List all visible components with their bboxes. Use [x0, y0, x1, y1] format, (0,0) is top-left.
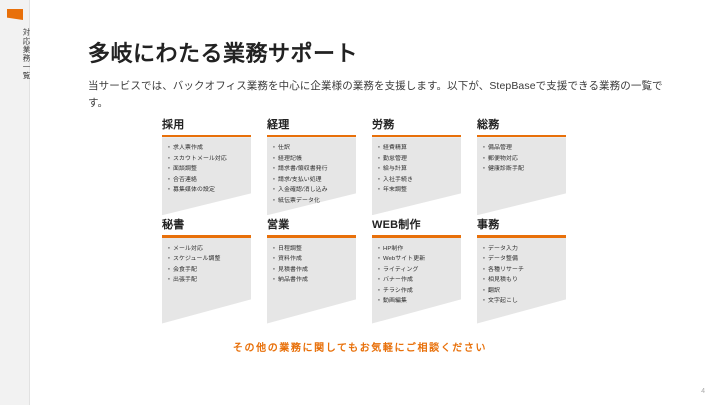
service-item: 納品書作成 — [271, 275, 352, 286]
service-item-list: 備品管理郵便物対応健康診断手配 — [481, 143, 562, 175]
service-item: 会食手配 — [166, 265, 247, 276]
service-item: 動画編集 — [376, 296, 457, 307]
brand-mark-icon — [7, 9, 23, 20]
service-item: 各種リサーチ — [481, 265, 562, 276]
service-card-body: HP制作Webサイト更新ライティングバナー作成チラシ作成動画編集 — [372, 237, 461, 324]
service-item-list: 仕訳経理記帳請求書/領収書発行請求/支払い処理入金確認/消し込み紙伝票データ化 — [271, 143, 352, 207]
service-card-title: 営業 — [267, 219, 290, 232]
service-item: メール対応 — [166, 244, 247, 255]
service-item-list: データ入力データ整備各種リサーチ相見積もり翻訳文字起こし — [481, 244, 562, 307]
service-card: 労務経費精算勤怠管理給与計算入社手続き年末調整 — [372, 119, 461, 216]
service-item: 請求/支払い処理 — [271, 175, 352, 186]
service-card-accent-rule — [372, 235, 461, 238]
service-item-list: メール対応スケジュール調整会食手配出張手配 — [166, 244, 247, 286]
service-item: 紙伝票データ化 — [271, 196, 352, 207]
service-item: 入社手続き — [376, 175, 457, 186]
service-item: 資料作成 — [271, 254, 352, 265]
service-item: スケジュール調整 — [166, 254, 247, 265]
service-card: 採用求人票作成スカウトメール対応面談調整合否連絡募集媒体の設定 — [162, 119, 251, 216]
service-card-accent-rule — [162, 134, 251, 138]
service-card-title: 総務 — [477, 119, 500, 131]
service-item: 相見積もり — [481, 275, 562, 286]
service-item: 合否連絡 — [166, 175, 247, 186]
service-card: 営業日程調整資料作成見積書作成納品書作成 — [267, 219, 356, 324]
service-card-body: 求人票作成スカウトメール対応面談調整合否連絡募集媒体の設定 — [162, 137, 251, 216]
sidebar-section-label: 対応業務一覧 — [22, 28, 31, 81]
sidebar-rail: 対応業務一覧 — [0, 0, 31, 405]
service-item: Webサイト更新 — [376, 254, 457, 265]
service-item: スカウトメール対応 — [166, 154, 247, 165]
service-card: 事務データ入力データ整備各種リサーチ相見積もり翻訳文字起こし — [477, 219, 566, 324]
service-card-accent-rule — [267, 134, 356, 138]
service-item-list: 求人票作成スカウトメール対応面談調整合否連絡募集媒体の設定 — [166, 143, 247, 196]
service-item-list: 日程調整資料作成見積書作成納品書作成 — [271, 244, 352, 286]
service-card-accent-rule — [372, 134, 461, 138]
service-item: HP制作 — [376, 244, 457, 255]
service-card-accent-rule — [477, 235, 566, 238]
service-item: 日程調整 — [271, 244, 352, 255]
service-item: 仕訳 — [271, 143, 352, 154]
page-title: 多岐にわたる業務サポート — [88, 41, 359, 66]
footer-note: その他の業務に関してもお気軽にご相談ください — [232, 343, 488, 354]
service-card: 総務備品管理郵便物対応健康診断手配 — [477, 119, 566, 216]
service-item: 年末調整 — [376, 185, 457, 196]
service-item: 郵便物対応 — [481, 154, 562, 165]
service-card: 秘書メール対応スケジュール調整会食手配出張手配 — [162, 219, 251, 324]
service-card-grid: 採用求人票作成スカウトメール対応面談調整合否連絡募集媒体の設定経理仕訳経理記帳請… — [162, 119, 574, 324]
service-item: データ整備 — [481, 254, 562, 265]
page-description: 当サービスでは、バックオフィス業務を中心に企業様の業務を支援します。以下が、St… — [88, 80, 663, 110]
service-item: 給与計算 — [376, 164, 457, 175]
service-card-title: 経理 — [267, 119, 290, 131]
service-item: 請求書/領収書発行 — [271, 164, 352, 175]
service-item: 募集媒体の設定 — [166, 185, 247, 196]
service-item-list: HP制作Webサイト更新ライティングバナー作成チラシ作成動画編集 — [376, 244, 457, 307]
service-item: データ入力 — [481, 244, 562, 255]
service-card-accent-rule — [162, 235, 251, 238]
service-card-title: 事務 — [477, 219, 500, 232]
service-card-accent-rule — [267, 235, 356, 238]
service-card-body: 備品管理郵便物対応健康診断手配 — [477, 137, 566, 216]
service-item: 文字起こし — [481, 296, 562, 307]
service-item: 翻訳 — [481, 286, 562, 297]
service-item: 経理記帳 — [271, 154, 352, 165]
service-card-title: 採用 — [162, 119, 185, 131]
service-item: 入金確認/消し込み — [271, 185, 352, 196]
service-item: 経費精算 — [376, 143, 457, 154]
service-item: 健康診断手配 — [481, 164, 562, 175]
service-item: 見積書作成 — [271, 265, 352, 276]
service-item: ライティング — [376, 265, 457, 276]
service-card-body: メール対応スケジュール調整会食手配出張手配 — [162, 237, 251, 324]
service-card-body: 日程調整資料作成見積書作成納品書作成 — [267, 237, 356, 324]
service-card-accent-rule — [477, 134, 566, 138]
service-item: 備品管理 — [481, 143, 562, 154]
service-card: 経理仕訳経理記帳請求書/領収書発行請求/支払い処理入金確認/消し込み紙伝票データ… — [267, 119, 356, 216]
service-card-body: 経費精算勤怠管理給与計算入社手続き年末調整 — [372, 137, 461, 216]
service-card-title: 秘書 — [162, 219, 185, 232]
service-card: WEB制作 HP制作Webサイト更新ライティングバナー作成チラシ作成動画編集 — [372, 219, 461, 324]
service-item-list: 経費精算勤怠管理給与計算入社手続き年末調整 — [376, 143, 457, 196]
service-item: チラシ作成 — [376, 286, 457, 297]
service-card-body: データ入力データ整備各種リサーチ相見積もり翻訳文字起こし — [477, 237, 566, 324]
service-item: 面談調整 — [166, 164, 247, 175]
service-item: 出張手配 — [166, 275, 247, 286]
service-card-body: 仕訳経理記帳請求書/領収書発行請求/支払い処理入金確認/消し込み紙伝票データ化 — [267, 137, 356, 216]
service-item: バナー作成 — [376, 275, 457, 286]
page-number: 4 — [701, 388, 705, 395]
service-card-title: WEB制作 — [372, 219, 421, 232]
service-card-title: 労務 — [372, 119, 395, 131]
service-item: 勤怠管理 — [376, 154, 457, 165]
service-item: 求人票作成 — [166, 143, 247, 154]
